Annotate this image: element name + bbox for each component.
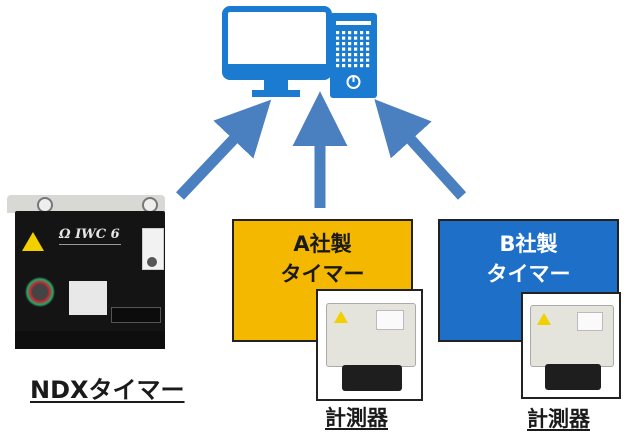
computer-icon — [222, 6, 377, 98]
measuring-device-b-label: 計測器 — [527, 407, 590, 431]
vendor-b-line1: B社製 — [499, 232, 558, 256]
arrow-up-icon — [374, 99, 467, 200]
ndx-panel-text: Ω IWC 6 — [59, 227, 120, 242]
warning-icon — [334, 311, 348, 323]
measuring-device-a-label: 計測器 — [325, 406, 388, 430]
warning-icon — [22, 232, 44, 251]
measuring-device-b-photo — [521, 292, 621, 399]
measuring-device-a-photo — [316, 289, 423, 401]
ndx-timer-label: NDXタイマー — [30, 376, 185, 404]
warning-icon — [537, 313, 551, 325]
computer-tower-icon — [330, 13, 377, 98]
computer-monitor-icon — [222, 6, 332, 97]
vendor-a-line1: A社製 — [293, 232, 352, 256]
vendor-b-line2: タイマー — [486, 262, 571, 286]
ndx-timer-photo: Ω IWC 6 — [7, 195, 167, 350]
vendor-a-line2: タイマー — [280, 262, 365, 286]
arrow-up-icon — [176, 99, 272, 200]
rotary-switch — [25, 277, 55, 307]
